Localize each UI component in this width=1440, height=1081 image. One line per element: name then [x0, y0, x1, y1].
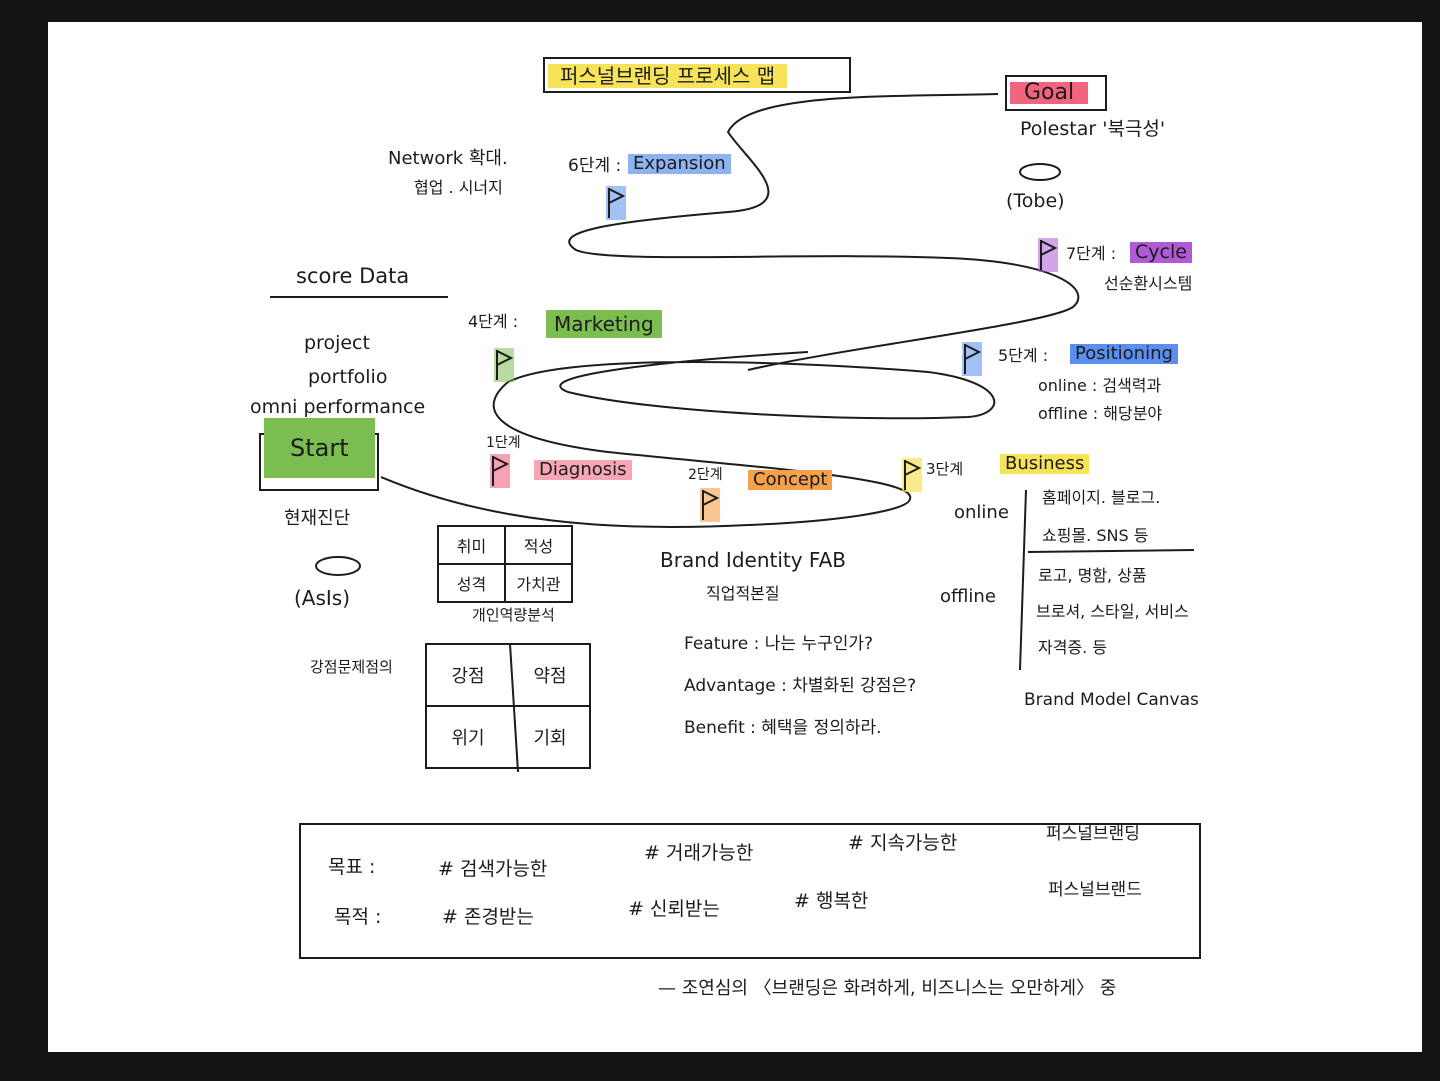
business-horizontal-line	[1027, 549, 1195, 553]
business-offline-item: 로고, 명함, 상품	[1038, 566, 1147, 585]
goals-right-1: 퍼스널브랜딩	[1046, 824, 1140, 844]
goals-row2-label: 목적 :	[334, 906, 382, 928]
goals-hashtag: # 신뢰받는	[628, 898, 720, 920]
score-data-title: score Data	[296, 264, 410, 288]
start-label: Start	[264, 418, 375, 478]
swot-cell: 약점	[533, 666, 567, 687]
swot-cell: 강점	[451, 666, 485, 687]
goal-label: Goal	[1010, 82, 1089, 104]
stage3-number: 3단계	[926, 460, 964, 478]
goals-hashtag: # 거래가능한	[644, 842, 754, 864]
stage7-number: 7단계 :	[1066, 244, 1117, 263]
business-offline-label: offline	[940, 586, 996, 607]
business-vertical-line	[1019, 489, 1027, 671]
personality-cell: 가치관	[516, 575, 561, 594]
flag-icon	[902, 458, 922, 492]
brand-model-canvas: Brand Model Canvas	[1024, 690, 1199, 710]
score-item: portfolio	[308, 366, 388, 388]
business-offline-item: 자격증. 등	[1038, 638, 1108, 657]
personality-cell: 취미	[456, 537, 487, 556]
goals-box-frame	[299, 823, 1201, 959]
spiral-path	[380, 351, 996, 529]
goals-hashtag: # 행복한	[794, 890, 869, 912]
goals-hashtag: # 검색가능한	[438, 858, 548, 880]
title-box	[543, 57, 851, 93]
flag-icon	[490, 454, 510, 488]
stage2-name: Concept	[748, 470, 833, 490]
tobe-text: (Tobe)	[1006, 190, 1065, 212]
score-item: project	[304, 332, 370, 354]
network-line-2: 협업 . 시너지	[414, 178, 503, 197]
swot-cell: 위기	[451, 728, 485, 749]
business-online-label: online	[954, 502, 1009, 523]
asis-oval	[315, 556, 361, 576]
fab-benefit: Benefit : 혜택을 정의하라.	[684, 718, 882, 738]
stage6-name: Expansion	[628, 154, 731, 174]
concept-subtitle: 직업적본질	[706, 584, 780, 603]
spiral-path-upper	[568, 93, 1080, 371]
stage4-name: Marketing	[546, 310, 662, 338]
stage6-number: 6단계 :	[568, 156, 622, 176]
polestar-text: Polestar '북극성'	[1020, 118, 1166, 140]
positioning-offline: offline : 해당분야	[1038, 404, 1163, 423]
fab-advantage: Advantage : 차별화된 강점은?	[684, 676, 917, 696]
personality-cell: 성격	[456, 575, 487, 594]
stage1-name: Diagnosis	[534, 460, 632, 480]
cycle-subtitle: 선순환시스템	[1104, 274, 1193, 293]
asis-text: (AsIs)	[294, 586, 351, 610]
business-online-item: 홈페이지. 블로그.	[1042, 488, 1161, 507]
tobe-oval	[1019, 163, 1061, 181]
start-subtitle: 현재진단	[284, 508, 351, 529]
positioning-online: online : 검색력과	[1038, 376, 1162, 395]
citation: — 조연심의 〈브랜딩은 화려하게, 비즈니스는 오만하게〉 중	[658, 978, 1117, 999]
flag-icon	[494, 348, 514, 382]
stage5-number: 5단계 :	[998, 346, 1049, 365]
business-online-item: 쇼핑몰. SNS 등	[1042, 526, 1149, 545]
flag-icon	[700, 488, 720, 522]
goals-hashtag: # 지속가능한	[848, 832, 958, 854]
goals-row1-label: 목표 :	[328, 856, 376, 878]
business-offline-item: 브로셔, 스타일, 서비스	[1036, 602, 1189, 621]
goal-box	[1005, 75, 1107, 111]
stage2-number: 2단계	[688, 467, 723, 483]
whiteboard-paper: 퍼스널브랜딩 프로세스 맵 Goal Polestar '북극성' (Tobe)…	[48, 22, 1422, 1052]
stage5-name: Positioning	[1070, 344, 1178, 364]
flag-icon	[1038, 238, 1058, 272]
stage7-name: Cycle	[1130, 242, 1192, 263]
stage1-number: 1단계	[486, 435, 521, 451]
personality-cell: 적성	[523, 537, 554, 556]
diagram-lines	[259, 57, 1201, 959]
stage3-name: Business	[1000, 454, 1090, 474]
page-title: 퍼스널브랜딩 프로세스 맵	[548, 64, 788, 88]
goals-hashtag: # 존경받는	[442, 906, 534, 928]
network-line-1: Network 확대.	[388, 148, 508, 169]
personality-caption: 개인역량분석	[472, 606, 555, 624]
stage4-number: 4단계 :	[468, 312, 519, 331]
fab-feature: Feature : 나는 누구인가?	[684, 634, 874, 654]
brand-identity-fab: Brand Identity FAB	[660, 548, 847, 572]
goals-right-2: 퍼스널브랜드	[1048, 880, 1142, 900]
swot-label: 강점문제점의	[310, 658, 393, 676]
swot-cell: 기회	[533, 728, 567, 749]
score-item: omni performance	[250, 396, 426, 418]
flag-icon	[606, 186, 626, 220]
flag-icon	[962, 342, 982, 376]
